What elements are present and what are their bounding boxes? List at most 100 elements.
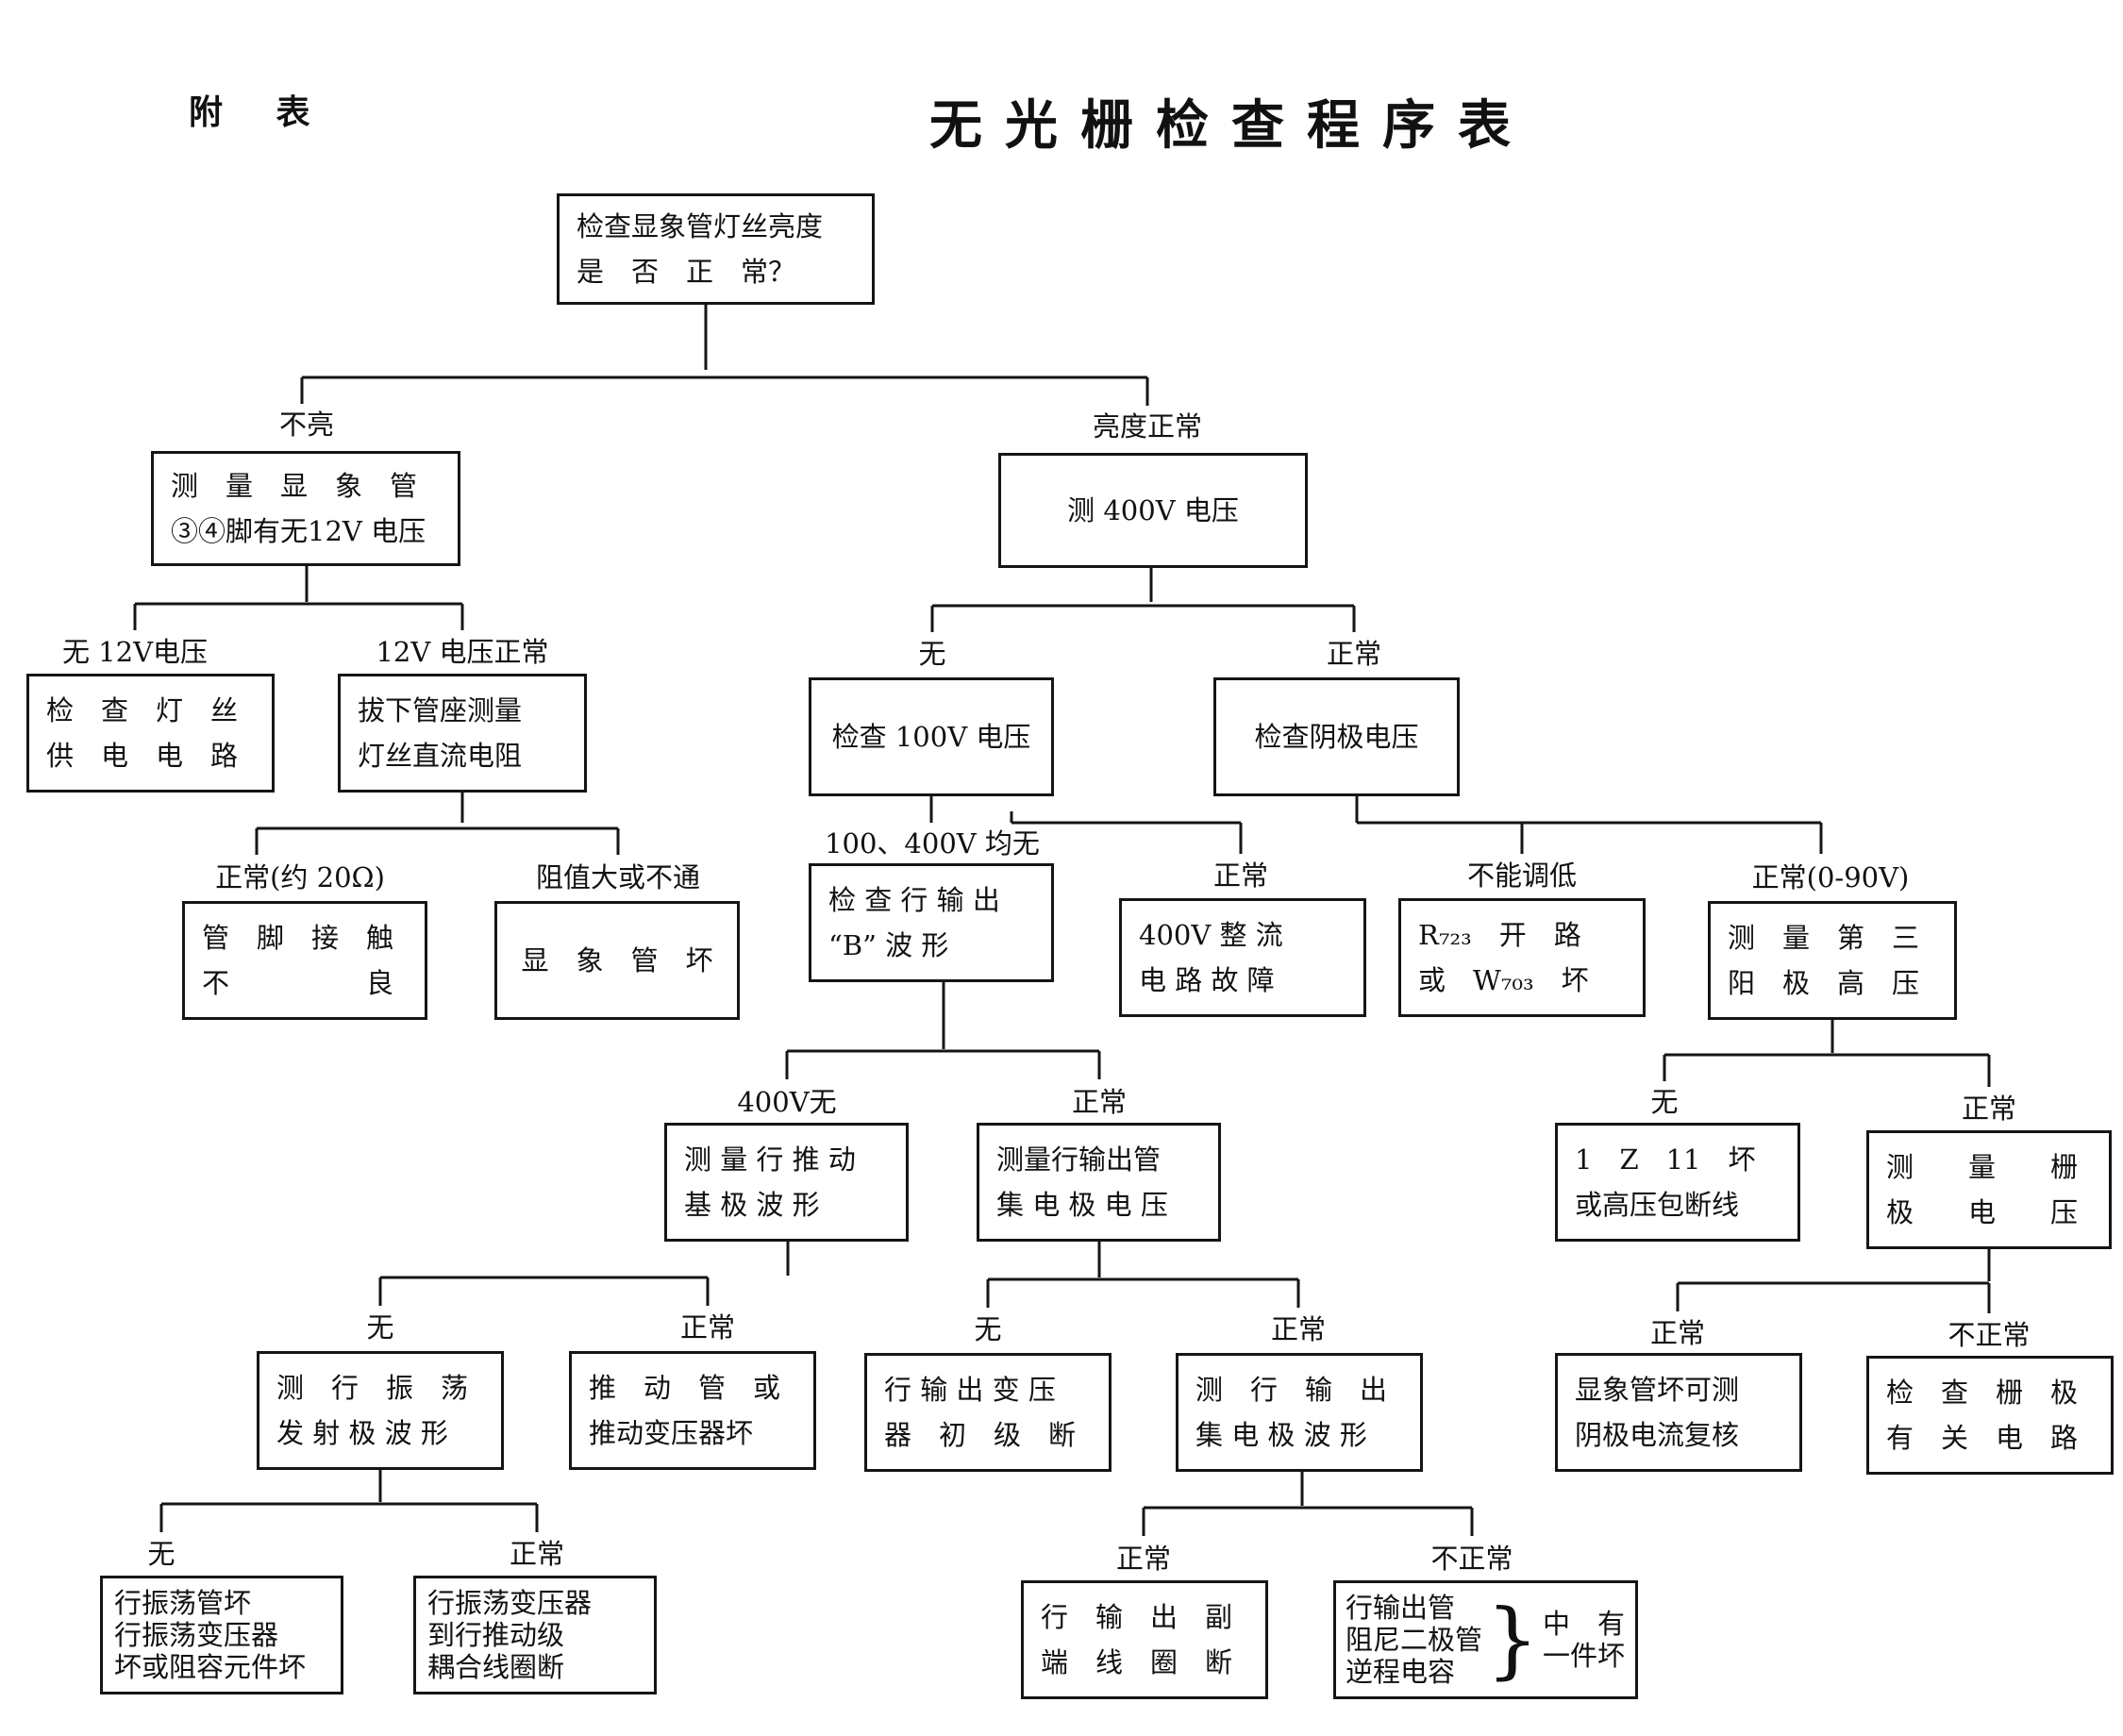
label-zc4: 正常 xyxy=(679,1311,736,1344)
box-n15: 1 Z 11 坏或高压包断线 xyxy=(1555,1123,1800,1242)
box-text-line: 或高压包断线 xyxy=(1575,1189,1740,1221)
box-n10: 400V 整 流电 路 故 障 xyxy=(1119,898,1366,1017)
box-text-line: 检查 100V 电压 xyxy=(831,721,1031,753)
box-text-line: 阳 极 高 压 xyxy=(1728,967,1920,999)
brace-left-items: 行输出管阻尼二极管逆程电容 xyxy=(1346,1592,1482,1688)
box-text-line: 行振荡管坏 xyxy=(114,1587,252,1619)
box-text-line: 推动变压器坏 xyxy=(589,1417,754,1449)
box-n2: 测 400V 电压 xyxy=(998,453,1308,568)
label-zc5: 正常 xyxy=(1270,1313,1327,1345)
label-400vwu: 400V无 xyxy=(737,1086,837,1118)
box-n4: 拔下管座测量灯丝直流电阻 xyxy=(338,674,587,793)
box-text-line: 基 极 波 形 xyxy=(684,1189,820,1221)
box-text-line: 坏或阻容元件坏 xyxy=(114,1651,307,1683)
box-text-line: 检查阴极电压 xyxy=(1254,721,1419,753)
box-text-line: 检 查 栅 极 xyxy=(1886,1377,2079,1409)
box-text-line: 测 量 栅 xyxy=(1886,1151,2079,1183)
brace-text-line: 阻尼二极管 xyxy=(1346,1624,1483,1656)
box-text-line: 集 电 极 波 形 xyxy=(1195,1419,1367,1451)
box-n13: 测 量 行 推 动基 极 波 形 xyxy=(664,1123,909,1242)
brace-right-items: 中 有一件坏 xyxy=(1543,1608,1625,1672)
box-text-line: 400V 整 流 xyxy=(1139,919,1283,951)
label-yue20: 正常(约 20Ω) xyxy=(215,861,385,893)
box-text-line: 端 线 圈 断 xyxy=(1041,1646,1233,1678)
brace-glyph: } xyxy=(1486,1591,1540,1688)
box-text-line: 测量行输出管 xyxy=(996,1143,1162,1176)
box-n22: 检 查 栅 极有 关 电 路 xyxy=(1866,1356,2114,1475)
box-text-line: 供 电 电 路 xyxy=(46,740,239,772)
box-n23: 行振荡管坏行振荡变压器坏或阻容元件坏 xyxy=(100,1576,343,1694)
box-root: 检查显象管灯丝亮度是 否 正 常？ xyxy=(557,193,875,305)
label-zuzhi: 阻值大或不通 xyxy=(535,861,701,893)
box-n7: 检查 100V 电压 xyxy=(809,677,1054,796)
box-text-line: 测 量 显 象 管 xyxy=(171,470,418,502)
label-wu2: 无 xyxy=(366,1311,394,1344)
label-zc7: 正常 xyxy=(1115,1543,1172,1575)
brace-text-line: 一件坏 xyxy=(1543,1640,1626,1672)
box-text-line: 检 查 灯 丝 xyxy=(46,694,239,726)
box-n12: 测 量 第 三阳 极 高 压 xyxy=(1708,901,1957,1020)
box-n20: 测 行 输 出集 电 极 波 形 xyxy=(1176,1353,1423,1472)
box-text-line: 灯丝直流电阻 xyxy=(358,740,523,772)
box-n14: 测量行输出管集 电 极 电 压 xyxy=(977,1123,1221,1242)
appendix-label: 附 表 xyxy=(189,93,331,132)
label-buliang: 不亮 xyxy=(278,409,335,441)
label-zc0-90: 正常(0-90V) xyxy=(1751,861,1910,893)
brace-text-line: 中 有 xyxy=(1543,1608,1626,1640)
brace-group: 行输出管阻尼二极管逆程电容 } 中 有一件坏 xyxy=(1346,1592,1626,1688)
box-n19: 行 输 出 变 压器 初 级 断 xyxy=(864,1353,1112,1472)
label-wu12v: 无 12V电压 xyxy=(61,636,209,668)
box-n24: 行振荡变压器到行推动级耦合线圈断 xyxy=(413,1576,657,1694)
box-text-line: 显 象 管 坏 xyxy=(521,944,713,976)
label-wu3: 无 xyxy=(974,1313,1002,1345)
box-n9: 检 查 行 输 出 “B” 波 形 xyxy=(809,863,1054,982)
box-text-line: 不 良 xyxy=(202,967,394,999)
box-n8: 检查阴极电压 xyxy=(1213,677,1460,796)
label-zc2: 正常 xyxy=(1212,860,1269,892)
box-text-line: 行振荡变压器 xyxy=(427,1587,593,1619)
box-text-line: 1 Z 11 坏 xyxy=(1575,1143,1756,1176)
box-text-line: 器 初 级 断 xyxy=(884,1419,1077,1451)
box-text-line: 推 动 管 或 xyxy=(589,1372,781,1404)
box-text-line: 测 行 振 荡 xyxy=(276,1372,469,1404)
box-text-line: 管 脚 接 触 xyxy=(202,922,394,954)
box-text-line: 阴极电流复核 xyxy=(1575,1419,1740,1451)
box-text-line: 发 射 极 波 形 xyxy=(276,1417,448,1449)
label-wu4: 无 xyxy=(147,1538,176,1570)
box-text-line: 或 W₇₀₃ 坏 xyxy=(1418,964,1589,996)
box-text-line: 检查显象管灯丝亮度 xyxy=(577,210,824,242)
brace-text-line: 逆程电容 xyxy=(1346,1656,1456,1688)
label-12vzc: 12V 电压正常 xyxy=(376,636,549,668)
box-n6: 显 象 管 坏 xyxy=(494,901,740,1020)
box-text-line: 电 路 故 障 xyxy=(1139,964,1275,996)
box-text-line: 检 查 行 输 出 xyxy=(828,884,1000,916)
box-text-line: 拔下管座测量 xyxy=(358,694,523,726)
box-text-line: 显象管坏可测 xyxy=(1575,1374,1740,1406)
box-n11: R₇₂₃ 开 路或 W₇₀₃ 坏 xyxy=(1398,898,1646,1017)
label-zc6: 正常 xyxy=(509,1538,565,1570)
page-title: 无光栅检查程序表 xyxy=(929,95,1533,157)
box-text-line: 极 电 压 xyxy=(1886,1196,2079,1228)
box-n3: 检 查 灯 丝供 电 电 路 xyxy=(26,674,275,793)
box-text-line: 测 量 行 推 动 xyxy=(684,1143,856,1176)
box-n16: 测 量 栅极 电 压 xyxy=(1866,1130,2112,1249)
box-n26: 行输出管阻尼二极管逆程电容 } 中 有一件坏 xyxy=(1333,1580,1638,1699)
box-n18: 推 动 管 或推动变压器坏 xyxy=(569,1351,816,1470)
label-buzc2: 不正常 xyxy=(1947,1319,2031,1351)
box-text-line: 测 400V 电压 xyxy=(1067,494,1239,526)
label-wu1: 无 xyxy=(918,638,946,670)
box-text-line: 行 输 出 副 xyxy=(1041,1601,1233,1633)
box-n5: 管 脚 接 触不 良 xyxy=(182,901,427,1020)
box-text-line: 集 电 极 电 压 xyxy=(996,1189,1168,1221)
label-bunengtiao: 不能调低 xyxy=(1466,860,1578,892)
box-text-line: 行 输 出 变 压 xyxy=(884,1374,1056,1406)
box-text-line: “B” 波 形 xyxy=(828,929,949,961)
box-n17: 测 行 振 荡发 射 极 波 形 xyxy=(257,1351,504,1470)
box-text-line: 到行推动级 xyxy=(427,1619,565,1651)
box-text-line: R₇₂₃ 开 路 xyxy=(1418,919,1581,951)
label-buzc1: 不正常 xyxy=(1430,1543,1513,1575)
label-zc9: 正常 xyxy=(1649,1317,1706,1349)
